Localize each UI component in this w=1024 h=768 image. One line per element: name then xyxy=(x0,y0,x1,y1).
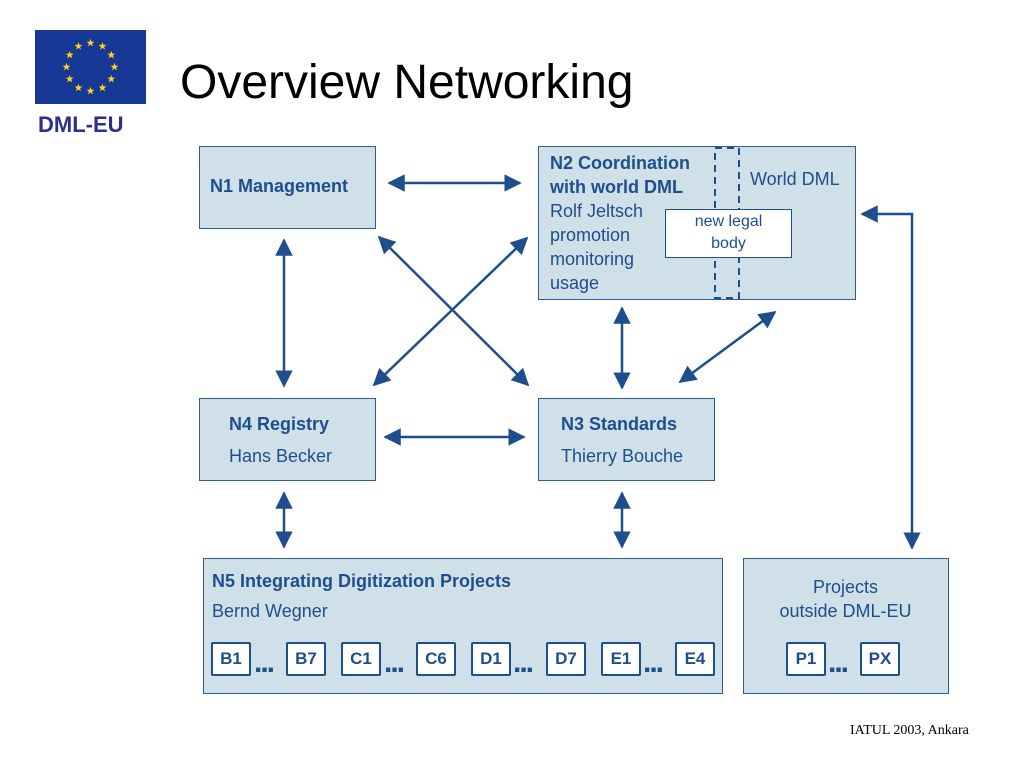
node-n3-standards: N3 Standards Thierry Bouche xyxy=(538,398,715,481)
star-icon xyxy=(98,83,107,92)
project-chip: B1 xyxy=(211,642,251,676)
n4-person: Hans Becker xyxy=(229,446,333,466)
project-chip: C6 xyxy=(416,642,456,676)
legal-line1: new legal xyxy=(694,213,763,230)
n2-line: promotion xyxy=(550,225,631,245)
footer-text: IATUL 2003, Ankara xyxy=(850,723,969,738)
project-chip: B7 xyxy=(286,642,326,676)
star-icon xyxy=(65,74,74,83)
n2-line: usage xyxy=(550,273,600,293)
page-title: Overview Networking xyxy=(180,56,634,109)
n2-line: monitoring xyxy=(550,249,635,269)
star-icon xyxy=(107,50,116,59)
arrow-n2-n4 xyxy=(372,236,529,387)
star-circle-icon xyxy=(62,38,119,95)
n4-title: N4 Registry xyxy=(229,414,330,434)
n3-title: N3 Standards xyxy=(561,414,678,434)
project-chip: P1 xyxy=(786,642,826,676)
projects-line1: Projects xyxy=(812,577,879,597)
node-n4-registry: N4 Registry Hans Becker xyxy=(199,398,376,481)
project-chip: E1 xyxy=(601,642,641,676)
n3-person: Thierry Bouche xyxy=(561,446,684,466)
n2-title-line1: N2 Coordination xyxy=(550,153,690,173)
n2-line: Rolf Jeltsch xyxy=(550,201,644,221)
n1-title: N1 Management xyxy=(210,176,349,196)
n5-title: N5 Integrating Digitization Projects xyxy=(212,571,512,591)
ellipsis: ... xyxy=(828,646,849,679)
star-icon xyxy=(62,62,71,71)
eu-flag-logo xyxy=(35,30,146,104)
arrow-world-projects xyxy=(860,205,921,550)
project-chip: D7 xyxy=(546,642,586,676)
world-dml-label: World DML xyxy=(750,169,840,189)
legal-line2: body xyxy=(711,235,746,252)
project-chip: PX xyxy=(860,642,900,676)
project-chip: D1 xyxy=(471,642,511,676)
star-icon xyxy=(98,42,107,50)
arrow-n3-world xyxy=(678,310,777,384)
projects-line2: outside DML-EU xyxy=(779,601,912,621)
new-legal-body-box: new legal body xyxy=(665,209,792,258)
node-projects-outside: Projects outside DML-EU xyxy=(743,558,949,694)
star-icon xyxy=(86,38,95,47)
star-icon xyxy=(86,86,95,95)
star-icon xyxy=(110,62,119,71)
node-n1-management: N1 Management xyxy=(199,146,376,229)
ellipsis: ... xyxy=(643,646,664,679)
ellipsis: ... xyxy=(513,646,534,679)
logo-text: DML-EU xyxy=(38,112,124,137)
project-chip: C1 xyxy=(341,642,381,676)
n2-title-line2: with world DML xyxy=(550,177,683,197)
n5-person: Bernd Wegner xyxy=(212,601,328,621)
project-chip: E4 xyxy=(675,642,715,676)
ellipsis: ... xyxy=(384,646,405,679)
star-icon xyxy=(74,83,83,92)
ellipsis: ... xyxy=(254,646,275,679)
star-icon xyxy=(74,42,83,50)
star-icon xyxy=(65,50,74,59)
star-icon xyxy=(107,74,116,83)
